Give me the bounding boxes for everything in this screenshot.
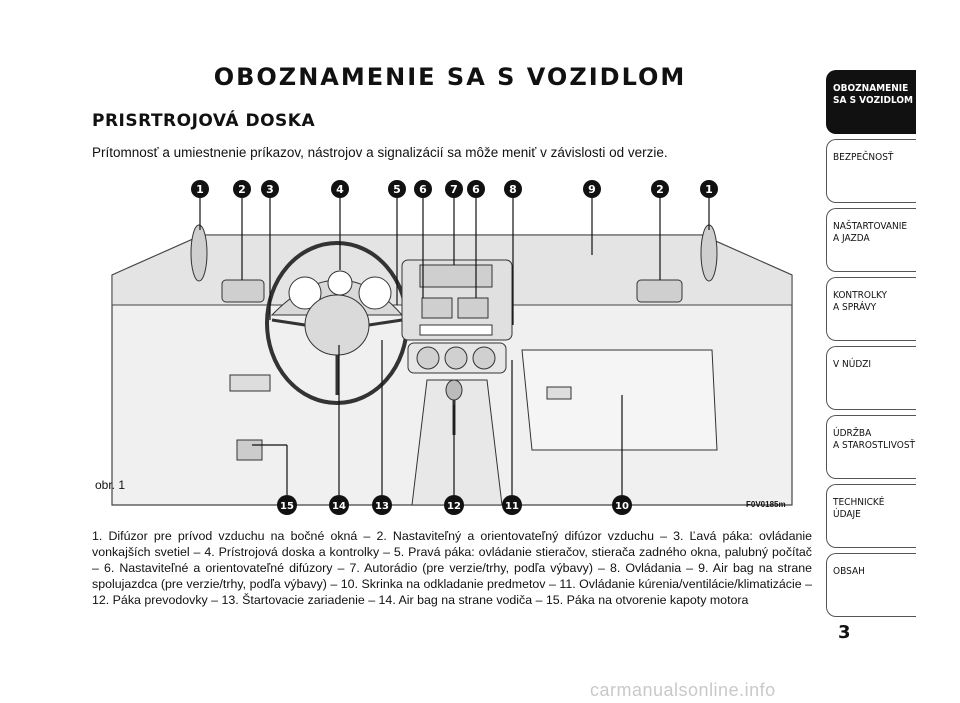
svg-text:15: 15 xyxy=(280,501,294,512)
callout-9: 9 xyxy=(583,180,601,198)
dashboard-figure: 1 2 3 4 5 6 7 6 8 9 2 1 15 14 13 12 11 1… xyxy=(92,175,812,520)
tab-bezpecnost[interactable]: BEZPEČNOSŤ xyxy=(826,139,916,203)
callout-1-right: 1 xyxy=(700,180,718,198)
tab-obsah[interactable]: OBSAH xyxy=(826,553,916,617)
svg-text:10: 10 xyxy=(615,501,629,512)
callout-4: 4 xyxy=(331,180,349,198)
svg-text:3: 3 xyxy=(266,183,274,196)
figure-legend: 1. Difúzor pre prívod vzduchu na bočné o… xyxy=(92,528,812,608)
callout-8: 8 xyxy=(504,180,522,198)
svg-text:6: 6 xyxy=(472,183,480,196)
tab-oboznamenie[interactable]: OBOZNAMENIE SA S VOZIDLOM xyxy=(826,70,916,134)
svg-text:9: 9 xyxy=(588,183,596,196)
watermark: carmanualsonline.info xyxy=(590,680,776,701)
svg-text:12: 12 xyxy=(447,501,461,512)
svg-text:4: 4 xyxy=(336,183,344,196)
tab-udrzba[interactable]: ÚDRŽBA A STAROSTLIVOSŤ xyxy=(826,415,916,479)
callout-2-right: 2 xyxy=(651,180,669,198)
callout-2-left: 2 xyxy=(233,180,251,198)
callout-15: 15 xyxy=(277,495,297,515)
tab-technicke[interactable]: TECHNICKÉ ÚDAJE xyxy=(826,484,916,548)
tab-v-nudzi[interactable]: V NÚDZI xyxy=(826,346,916,410)
svg-text:1: 1 xyxy=(196,183,204,196)
callout-11: 11 xyxy=(502,495,522,515)
callout-13: 13 xyxy=(372,495,392,515)
svg-text:13: 13 xyxy=(375,501,389,512)
svg-text:8: 8 xyxy=(509,183,517,196)
page-title: OBOZNAMENIE SA S VOZIDLOM xyxy=(90,63,810,91)
callout-10: 10 xyxy=(612,495,632,515)
svg-text:1: 1 xyxy=(705,183,713,196)
svg-text:5: 5 xyxy=(393,183,401,196)
figure-label: obr. 1 xyxy=(95,478,125,492)
callout-12: 12 xyxy=(444,495,464,515)
intro-text: Prítomnosť a umiestnenie príkazov, nástr… xyxy=(92,145,668,160)
dashboard-illustration: 1 2 3 4 5 6 7 6 8 9 2 1 15 14 13 12 11 1… xyxy=(92,175,812,520)
callout-5: 5 xyxy=(388,180,406,198)
figure-code: F0V0185m xyxy=(746,500,786,509)
callout-14: 14 xyxy=(329,495,349,515)
svg-text:2: 2 xyxy=(656,183,664,196)
callout-6-right: 6 xyxy=(467,180,485,198)
side-diffuser-right xyxy=(701,225,717,281)
tab-kontrolky[interactable]: KONTROLKY A SPRÁVY xyxy=(826,277,916,341)
chapter-sidebar: OBOZNAMENIE SA S VOZIDLOM BEZPEČNOSŤ NAŠ… xyxy=(826,70,916,622)
side-diffuser-left xyxy=(191,225,207,281)
svg-text:7: 7 xyxy=(450,183,458,196)
svg-text:2: 2 xyxy=(238,183,246,196)
svg-text:11: 11 xyxy=(505,501,519,512)
callout-1-left: 1 xyxy=(191,180,209,198)
callout-7: 7 xyxy=(445,180,463,198)
svg-text:6: 6 xyxy=(419,183,427,196)
callout-3: 3 xyxy=(261,180,279,198)
section-title: PRISRTROJOVÁ DOSKA xyxy=(92,111,315,131)
svg-text:14: 14 xyxy=(332,501,346,512)
callout-6-left: 6 xyxy=(414,180,432,198)
tab-nastartovanie[interactable]: NAŠTARTOVANIE A JAZDA xyxy=(826,208,916,272)
page-number: 3 xyxy=(838,622,851,643)
